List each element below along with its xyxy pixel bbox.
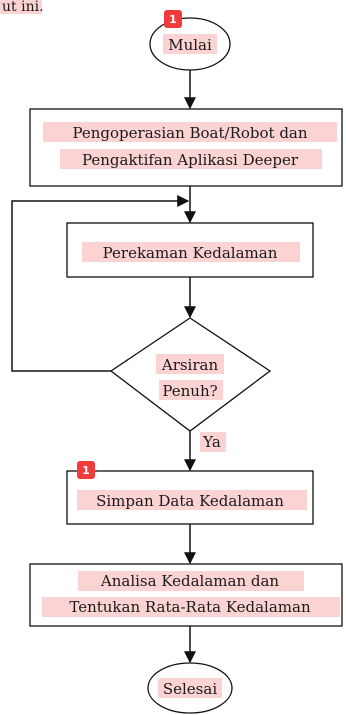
- process1-line2-highlight: [60, 149, 322, 169]
- end-label-highlight: [158, 678, 222, 698]
- process1-line1: Pengoperasian Boat/Robot dan: [72, 124, 307, 142]
- process3-badge: [77, 461, 95, 479]
- process1-line1-highlight: [43, 122, 337, 142]
- process2-highlight: [82, 242, 300, 262]
- decision-line2: Penuh?: [162, 382, 217, 400]
- start-badge: [164, 10, 182, 28]
- process1-line2: Pengaktifan Aplikasi Deeper: [82, 151, 299, 169]
- top-fragment-text: ut ini.: [2, 0, 44, 15]
- process4-line1-highlight: [78, 571, 304, 591]
- process2-label: Perekaman Kedalaman: [103, 244, 278, 262]
- yes-label: Ya: [202, 433, 221, 451]
- decision-shading-full: [109, 317, 272, 432]
- decision-line2-highlight: [159, 380, 223, 400]
- process3-label: Simpan Data Kedalaman: [96, 492, 284, 510]
- process-operate-boat: [29, 108, 343, 187]
- start-label-highlight: [163, 34, 217, 54]
- start-badge-text: 1: [169, 13, 177, 26]
- top-fragment-highlight: [0, 0, 42, 14]
- process4-line2-highlight: [42, 597, 340, 617]
- decision-line1-highlight: [156, 354, 224, 374]
- process4-line1: Analisa Kedalaman dan: [100, 572, 280, 590]
- process4-line2: Tentukan Rata-Rata Kedalaman: [69, 598, 311, 616]
- loop-back-arrow: [11, 195, 190, 372]
- decision-line1: Arsiran: [161, 356, 219, 374]
- process3-badge-text: 1: [82, 464, 90, 477]
- start-label: Mulai: [168, 36, 212, 54]
- yes-label-highlight: [200, 432, 226, 452]
- process3-highlight: [77, 490, 307, 510]
- end-label: Selesai: [163, 680, 217, 698]
